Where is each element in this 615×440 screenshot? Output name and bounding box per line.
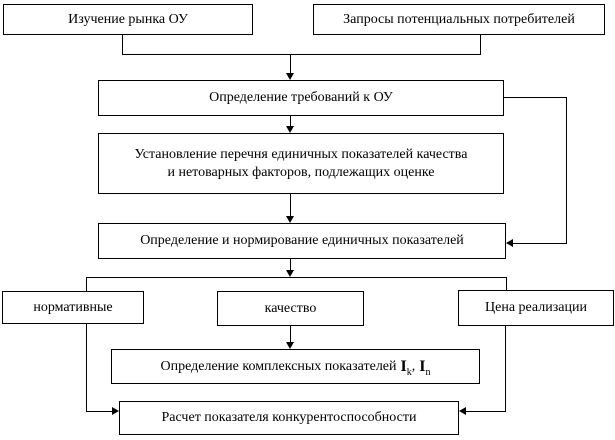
box-consumer-requests-label: Запросы потенциальных потребителей (343, 11, 575, 27)
box-criteria-line2: и нетоварных факторов, подлежащих оценке (167, 164, 435, 180)
feedback-vertical (566, 97, 567, 244)
arrowhead-into-normalization (286, 216, 294, 223)
arrowhead-left-into-competitiveness (112, 407, 119, 415)
arrowhead-into-criteria (286, 126, 294, 133)
connector-quality-complex (290, 326, 291, 342)
arrowhead-right-into-competitiveness (459, 407, 466, 415)
box-normalization-label: Определение и нормирование единичных пок… (140, 233, 464, 248)
arrowhead-into-splitter (286, 270, 294, 277)
box-market-research: Изучение рынка ОУ (3, 4, 253, 35)
connector-normative-horizontal (86, 411, 112, 412)
arrowhead-feedback-into-normalization (506, 239, 513, 247)
box-competitiveness: Расчет показателя конкурентоспособности (119, 401, 459, 435)
box-price-label: Цена реализации (485, 300, 587, 315)
splitter-horizontal (86, 277, 507, 278)
connector-merge-drop (290, 54, 291, 73)
box-criteria-line1: Установление перечня единичных показател… (134, 146, 468, 162)
feedback-top-horizontal (504, 97, 567, 98)
box-complex-indicators: Определение комплексных показателей Ik, … (111, 349, 480, 384)
formula-in: In (419, 357, 431, 378)
splitter-drop-left (86, 278, 87, 291)
box-competitiveness-label: Расчет показателя конкурентоспособности (161, 410, 417, 425)
formula-separator: , (411, 358, 416, 374)
box-complex-prefix: Определение комплексных показателей (160, 358, 397, 374)
box-requirements: Определение требований к ОУ (98, 80, 504, 116)
arrowhead-into-complex (286, 342, 294, 349)
connector-normative-down (86, 324, 87, 412)
connector-requests-down (480, 34, 481, 55)
connector-normalization-splitter (290, 259, 291, 271)
box-consumer-requests: Запросы потенциальных потребителей (313, 4, 605, 35)
box-normative: нормативные (2, 291, 144, 324)
box-price: Цена реализации (458, 290, 614, 326)
box-requirements-label: Определение требований к ОУ (209, 90, 393, 105)
box-market-research-label: Изучение рынка ОУ (68, 11, 188, 27)
connector-requirements-criteria (290, 116, 291, 126)
box-quality: качество (217, 291, 364, 326)
arrowhead-into-requirements (286, 73, 294, 80)
box-normative-label: нормативные (33, 299, 113, 315)
feedback-bottom-horizontal (513, 243, 567, 244)
splitter-drop-right (506, 278, 507, 290)
connector-merge-horizontal (122, 54, 481, 55)
formula-ik: Ik (400, 357, 412, 378)
box-criteria: Установление перечня единичных показател… (98, 133, 504, 194)
box-quality-label: качество (264, 300, 317, 316)
connector-price-down (505, 326, 506, 412)
connector-market-down (122, 34, 123, 55)
connector-criteria-normalization (290, 194, 291, 216)
box-normalization: Определение и нормирование единичных пок… (98, 223, 506, 259)
connector-price-horizontal (466, 411, 506, 412)
